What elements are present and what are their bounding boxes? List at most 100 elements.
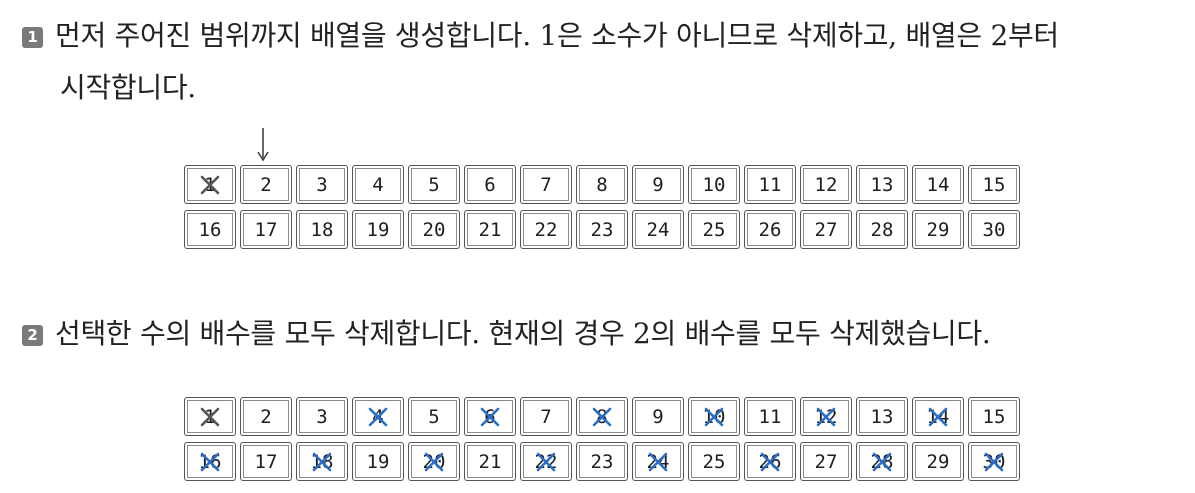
array-cell: 1 <box>184 397 236 436</box>
cell-number: 28 <box>870 218 894 241</box>
cell-number: 20 <box>422 450 446 473</box>
cell-number: 24 <box>646 450 670 473</box>
array-cell: 30 <box>968 210 1020 249</box>
cell-number: 14 <box>926 173 950 196</box>
cell-number: 19 <box>366 218 390 241</box>
cell-number: 2 <box>260 405 272 428</box>
array-cell: 5 <box>408 165 460 204</box>
array-cell: 29 <box>912 442 964 481</box>
cell-number: 7 <box>540 173 552 196</box>
array-cell: 28 <box>856 210 908 249</box>
array-cell: 22 <box>520 442 572 481</box>
array-cell: 24 <box>632 442 684 481</box>
cell-number: 25 <box>702 450 726 473</box>
array-cell: 16 <box>184 442 236 481</box>
array-cell: 11 <box>744 165 796 204</box>
pointer-arrow-icon <box>257 128 269 162</box>
step-2-badge: 2 <box>22 325 43 346</box>
array-cell: 7 <box>520 397 572 436</box>
array-cell: 11 <box>744 397 796 436</box>
cell-number: 15 <box>982 405 1006 428</box>
cell-number: 6 <box>484 405 496 428</box>
cell-number: 4 <box>372 173 384 196</box>
cell-number: 11 <box>758 173 782 196</box>
array-cell: 4 <box>352 397 404 436</box>
cell-number: 29 <box>926 450 950 473</box>
array-cell: 18 <box>296 442 348 481</box>
cell-number: 21 <box>478 218 502 241</box>
step-1-line-1: 먼저 주어진 범위까지 배열을 생성합니다. 1은 소수가 아니므로 삭제하고,… <box>55 19 1059 52</box>
cell-number: 23 <box>590 450 614 473</box>
array-cell: 13 <box>856 165 908 204</box>
array-cell: 20 <box>408 442 460 481</box>
array-cell: 21 <box>464 210 516 249</box>
cell-number: 13 <box>870 173 894 196</box>
cell-number: 9 <box>652 173 664 196</box>
cell-number: 27 <box>814 450 838 473</box>
cell-number: 30 <box>982 450 1006 473</box>
array-cell: 9 <box>632 165 684 204</box>
cell-number: 1 <box>204 405 216 428</box>
array-cell: 26 <box>744 210 796 249</box>
array-cell: 1 <box>184 165 236 204</box>
cell-number: 12 <box>814 173 838 196</box>
cell-number: 24 <box>646 218 670 241</box>
array-cell: 26 <box>744 442 796 481</box>
array-cell: 3 <box>296 397 348 436</box>
array-cell: 6 <box>464 397 516 436</box>
cell-number: 18 <box>310 450 334 473</box>
array-cell: 13 <box>856 397 908 436</box>
step-1-line-2: 시작합니다. <box>60 71 196 104</box>
array-cell: 9 <box>632 397 684 436</box>
cell-number: 1 <box>204 173 216 196</box>
array-cell: 5 <box>408 397 460 436</box>
array-cell: 21 <box>464 442 516 481</box>
cell-number: 16 <box>198 218 222 241</box>
cell-number: 19 <box>366 450 390 473</box>
cell-number: 26 <box>758 218 782 241</box>
cell-number: 29 <box>926 218 950 241</box>
cell-number: 22 <box>534 218 558 241</box>
array-cell: 20 <box>408 210 460 249</box>
cell-number: 10 <box>702 173 726 196</box>
array-cell: 14 <box>912 165 964 204</box>
cell-number: 18 <box>310 218 334 241</box>
cell-number: 26 <box>758 450 782 473</box>
array-cell: 12 <box>800 165 852 204</box>
cell-number: 6 <box>484 173 496 196</box>
array-cell: 28 <box>856 442 908 481</box>
cell-number: 22 <box>534 450 558 473</box>
array-cell: 16 <box>184 210 236 249</box>
array-cell: 2 <box>240 165 292 204</box>
cell-number: 14 <box>926 405 950 428</box>
cell-number: 28 <box>870 450 894 473</box>
array-cell: 15 <box>968 397 1020 436</box>
cell-number: 30 <box>982 218 1006 241</box>
array-cell: 25 <box>688 442 740 481</box>
array-cell: 27 <box>800 210 852 249</box>
array-cell: 8 <box>576 397 628 436</box>
cell-number: 25 <box>702 218 726 241</box>
array-cell: 27 <box>800 442 852 481</box>
array-cell: 17 <box>240 442 292 481</box>
cell-number: 13 <box>870 405 894 428</box>
cell-number: 3 <box>316 405 328 428</box>
array-cell: 7 <box>520 165 572 204</box>
array-cell: 17 <box>240 210 292 249</box>
cell-number: 3 <box>316 173 328 196</box>
array-cell: 18 <box>296 210 348 249</box>
array-cell: 2 <box>240 397 292 436</box>
cell-number: 12 <box>814 405 838 428</box>
cell-number: 5 <box>428 173 440 196</box>
cell-number: 17 <box>254 218 278 241</box>
cell-number: 23 <box>590 218 614 241</box>
cell-number: 27 <box>814 218 838 241</box>
cell-number: 8 <box>596 173 608 196</box>
cell-number: 9 <box>652 405 664 428</box>
array-cell: 8 <box>576 165 628 204</box>
array-cell: 4 <box>352 165 404 204</box>
